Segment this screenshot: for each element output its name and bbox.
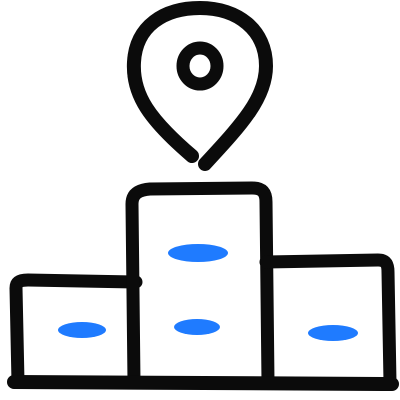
podium-left-block bbox=[9, 273, 143, 389]
map-pin-icon bbox=[126, 1, 273, 171]
podium-base bbox=[7, 375, 399, 391]
podium-left-accent bbox=[58, 322, 106, 338]
podium-center-bottom-accent bbox=[174, 319, 220, 335]
podium-center-top-accent bbox=[168, 244, 228, 262]
pin-center-dot bbox=[176, 41, 224, 91]
pin-outline bbox=[126, 1, 273, 171]
podium-right-block bbox=[259, 253, 397, 389]
podium bbox=[7, 181, 399, 391]
podium-right-accent bbox=[308, 325, 358, 341]
podium-center-block bbox=[125, 181, 275, 389]
